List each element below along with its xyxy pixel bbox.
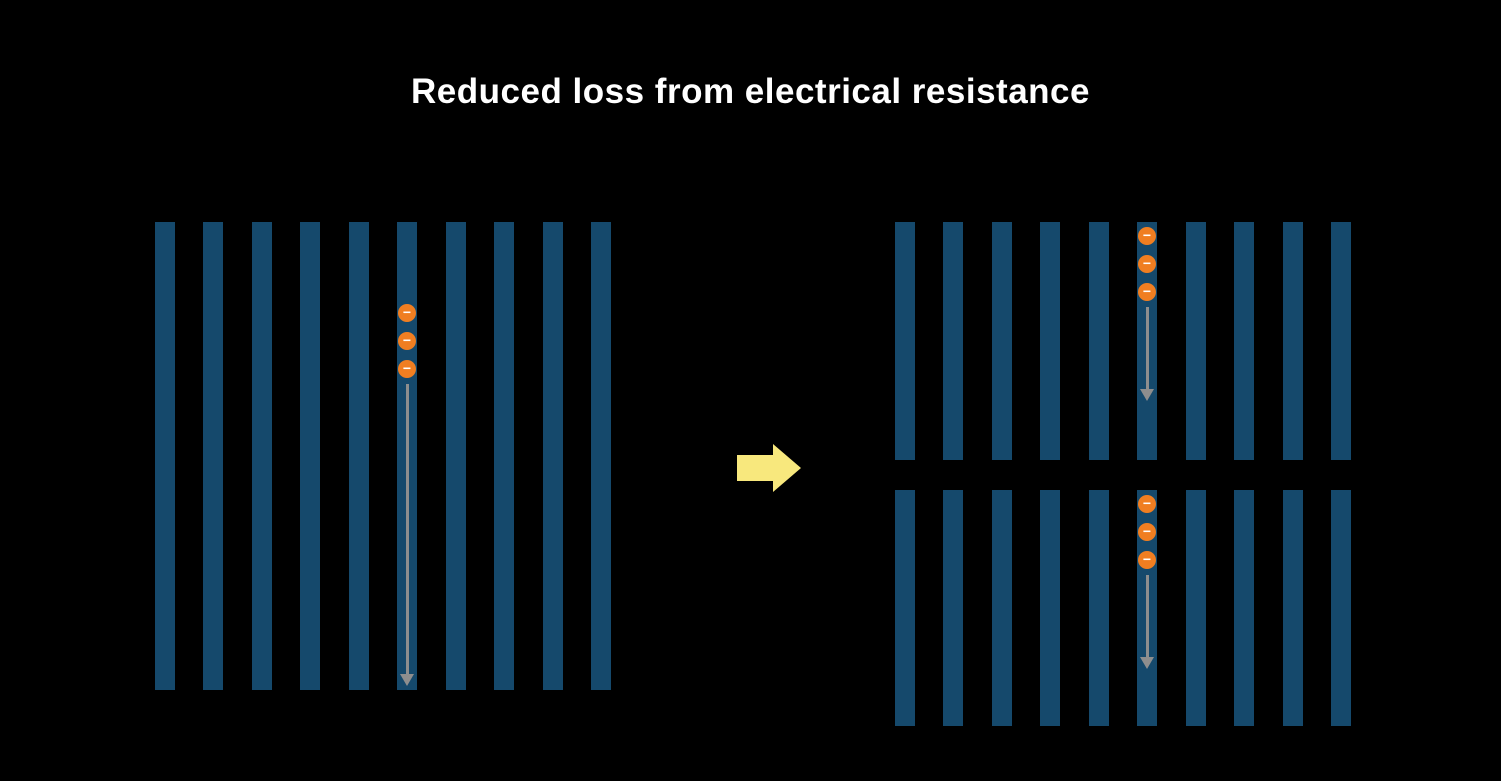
cell-finger-bar [203, 222, 224, 690]
cell-finger-bar [1282, 490, 1303, 726]
cell-finger-bar [943, 490, 964, 726]
electron-icon: − [398, 304, 416, 322]
arrow-head [400, 674, 414, 686]
electron-group: − − − [398, 304, 416, 378]
electron-group: − − − [1138, 495, 1156, 569]
diagram-title: Reduced loss from electrical resistance [411, 72, 1090, 111]
half-cell-top-electron-flow: − − − [1137, 227, 1157, 401]
cell-finger-bar [991, 222, 1012, 460]
cell-finger-bar [590, 222, 611, 690]
arrow-shaft [1145, 307, 1149, 389]
half-cell-top-bars [895, 222, 1351, 460]
electron-icon: − [1138, 283, 1156, 301]
cell-finger-bar [1234, 490, 1255, 726]
cell-finger-bar [1088, 222, 1109, 460]
cell-finger-bar [1234, 222, 1255, 460]
electron-icon: − [1138, 523, 1156, 541]
cell-finger-bar [1330, 222, 1351, 460]
electron-icon: − [1138, 551, 1156, 569]
full-cell-electron-flow: − − − [397, 304, 417, 686]
arrow-shaft [405, 384, 409, 674]
electron-icon: − [1138, 255, 1156, 273]
arrow-head [1140, 657, 1154, 669]
electron-group: − − − [1138, 227, 1156, 301]
electron-icon: − [398, 360, 416, 378]
electron-icon: − [1138, 495, 1156, 513]
cell-finger-bar [943, 222, 964, 460]
full-cell-panel: − − − [155, 222, 611, 690]
half-cell-bottom-panel: − − − [895, 490, 1351, 726]
electron-flow-arrow [1140, 575, 1154, 669]
electron-icon: − [1138, 227, 1156, 245]
cell-finger-bar [1330, 490, 1351, 726]
half-cell-bottom-electron-flow: − − − [1137, 495, 1157, 669]
electron-flow-arrow [1140, 307, 1154, 401]
cell-finger-bar [542, 222, 563, 690]
cell-finger-bar [494, 222, 515, 690]
cell-finger-bar [155, 222, 175, 690]
cell-finger-bar [1185, 222, 1206, 460]
arrow-head [1140, 389, 1154, 401]
cell-finger-bar [991, 490, 1012, 726]
cell-finger-bar [1282, 222, 1303, 460]
full-cell-bars [155, 222, 611, 690]
cell-finger-bar [251, 222, 272, 690]
cell-finger-bar [1040, 222, 1061, 460]
cell-finger-bar [1040, 490, 1061, 726]
electron-flow-arrow [400, 384, 414, 686]
half-cell-top-panel: − − − [895, 222, 1351, 460]
cell-finger-bar [1185, 490, 1206, 726]
half-cell-bottom-bars [895, 490, 1351, 726]
transition-arrow-icon [737, 444, 801, 492]
cell-finger-bar [348, 222, 369, 690]
cell-finger-bar [895, 222, 915, 460]
electron-icon: − [398, 332, 416, 350]
cell-finger-bar [895, 490, 915, 726]
cell-finger-bar [1088, 490, 1109, 726]
cell-finger-bar [300, 222, 321, 690]
arrow-shaft [1145, 575, 1149, 657]
cell-finger-bar [445, 222, 466, 690]
